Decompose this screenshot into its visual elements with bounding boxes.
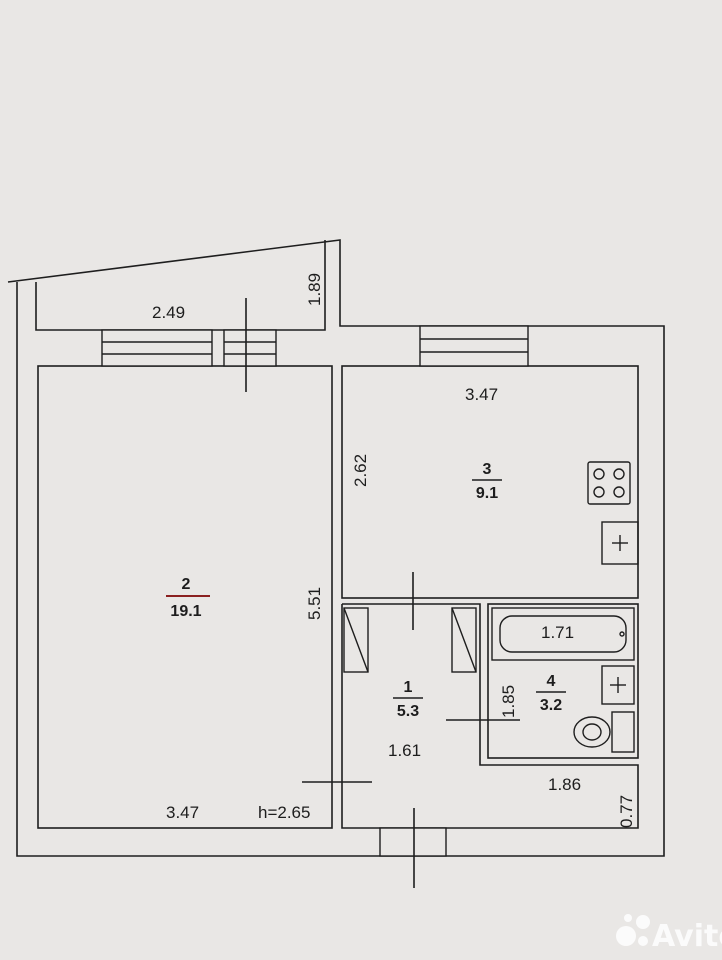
bathtub-icon (491, 607, 635, 661)
dimension-label: 0.77 (617, 795, 636, 828)
dimension-label: 1.89 (305, 273, 324, 306)
window-balcony-door (223, 329, 277, 367)
room-3-number: 3 (483, 461, 492, 478)
room-1-outline (341, 603, 639, 829)
entrance-door (379, 827, 447, 857)
dimension-label: 2.62 (351, 454, 370, 487)
toilet-icon (573, 711, 635, 753)
dimension-label: 2.49 (152, 303, 185, 322)
dimension-label: 1.86 (548, 775, 581, 794)
wardrobe-left (343, 607, 369, 673)
bathroom-sink-icon (601, 665, 635, 705)
room-4-outline (487, 603, 639, 759)
window-living-room (101, 329, 213, 367)
room-4-number: 4 (547, 673, 556, 690)
room-3-area: 9.1 (476, 485, 498, 502)
outer-wall (7, 239, 665, 857)
dimension-label: 1.61 (388, 741, 421, 760)
dimension-label: 3.47 (166, 803, 199, 822)
room-1-number: 1 (404, 679, 413, 696)
wardrobe-right (451, 607, 477, 673)
avito-logo-icon (616, 914, 650, 946)
window-kitchen (419, 325, 529, 367)
kitchen-sink-icon (601, 521, 639, 565)
dimension-label: 5.51 (305, 587, 324, 620)
dimension-label: 3.47 (465, 385, 498, 404)
avito-watermark: Avito (616, 914, 722, 954)
stove-icon (587, 461, 631, 505)
ceiling-height: h=2.65 (258, 803, 310, 822)
dimension-label: 1.85 (499, 685, 518, 718)
watermark-brand: Avito (652, 919, 722, 954)
room-2-number: 2 (182, 576, 191, 593)
room-1-area: 5.3 (397, 703, 419, 720)
room-2-area: 19.1 (170, 603, 201, 620)
dimension-label: 1.71 (541, 623, 574, 642)
room-4-area: 3.2 (540, 697, 562, 714)
